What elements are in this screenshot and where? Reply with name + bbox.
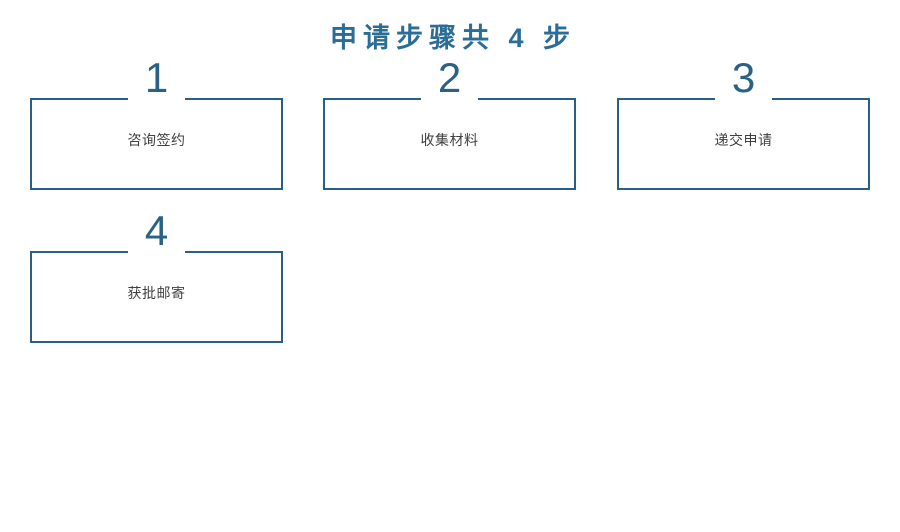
step-number-1: 1 xyxy=(144,54,169,101)
card-top-border-left-segment xyxy=(30,98,128,100)
step-label-3: 递交申请 xyxy=(714,132,773,148)
step-number-3: 3 xyxy=(731,54,756,101)
step-card-frame xyxy=(323,98,576,190)
step-label-2: 收集材料 xyxy=(420,132,479,148)
card-top-border-right-segment xyxy=(185,251,283,253)
card-top-border-left-segment xyxy=(617,98,715,100)
step-card-4[interactable]: 4 获批邮寄 xyxy=(30,209,283,343)
step-card-frame xyxy=(30,251,283,343)
step-card-1[interactable]: 1 咨询签约 xyxy=(30,56,283,190)
step-card-2[interactable]: 2 收集材料 xyxy=(323,56,576,190)
step-card-3[interactable]: 3 递交申请 xyxy=(617,56,870,190)
card-top-border-right-segment xyxy=(772,98,870,100)
step-number-4: 4 xyxy=(144,207,169,254)
step-number-2: 2 xyxy=(437,54,462,101)
card-top-border-right-segment xyxy=(478,98,576,100)
card-top-border-left-segment xyxy=(30,251,128,253)
step-card-frame xyxy=(30,98,283,190)
step-label-4: 获批邮寄 xyxy=(127,285,186,301)
card-top-border-right-segment xyxy=(185,98,283,100)
step-label-1: 咨询签约 xyxy=(127,132,186,148)
page-title: 申请步骤共 4 步 xyxy=(329,23,577,53)
card-top-border-left-segment xyxy=(323,98,421,100)
step-card-frame xyxy=(617,98,870,190)
